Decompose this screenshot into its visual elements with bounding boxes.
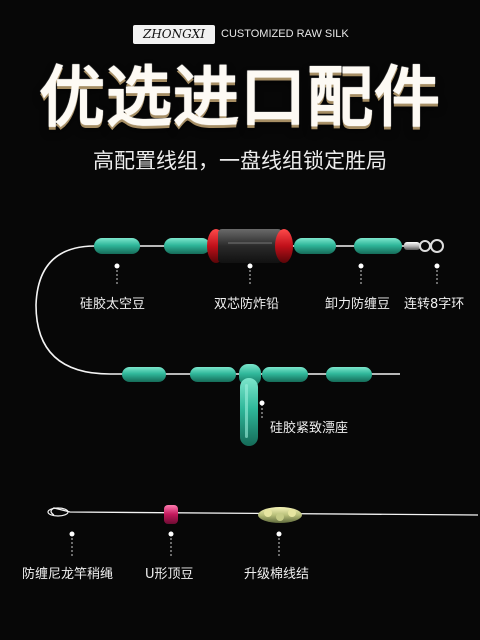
label-nylon-cord: 防缠尼龙竿稍绳	[22, 567, 114, 582]
silicone-bean-group-left	[94, 238, 210, 254]
brand-name: ZHONGXI	[142, 27, 205, 41]
float-seat	[239, 364, 261, 446]
cotton-knot	[258, 507, 302, 523]
brand-bar: ZHONGXI CUSTOMIZED RAW SILK	[0, 22, 480, 46]
anti-tangle-bean-group	[294, 238, 402, 254]
label-double-core-sinker: 双芯防炸铅	[214, 297, 280, 312]
brand-tagline: CUSTOMIZED RAW SILK	[221, 28, 349, 40]
label-anti-tangle-bean: 卸力防缠豆	[325, 297, 391, 312]
fishing-line-main	[35, 245, 420, 375]
lower-silicone-beans	[122, 367, 372, 382]
page-subheadline: 高配置线组，一盘线组锁定胜局	[93, 149, 387, 173]
label-swivel: 连转8字环	[404, 297, 465, 312]
label-u-stopper: U形顶豆	[145, 567, 194, 582]
brand-logo-pill: ZHONGXI	[133, 25, 215, 44]
label-cotton-knot: 升级棉线结	[244, 567, 310, 582]
label-silicone-beans: 硅胶太空豆	[80, 297, 146, 312]
swivel-icon	[404, 239, 444, 253]
page-headline: 优选进口配件	[39, 59, 441, 136]
label-float-seat: 硅胶紧致漂座	[270, 421, 349, 436]
double-core-sinker	[207, 229, 293, 263]
u-stopper	[164, 505, 178, 524]
